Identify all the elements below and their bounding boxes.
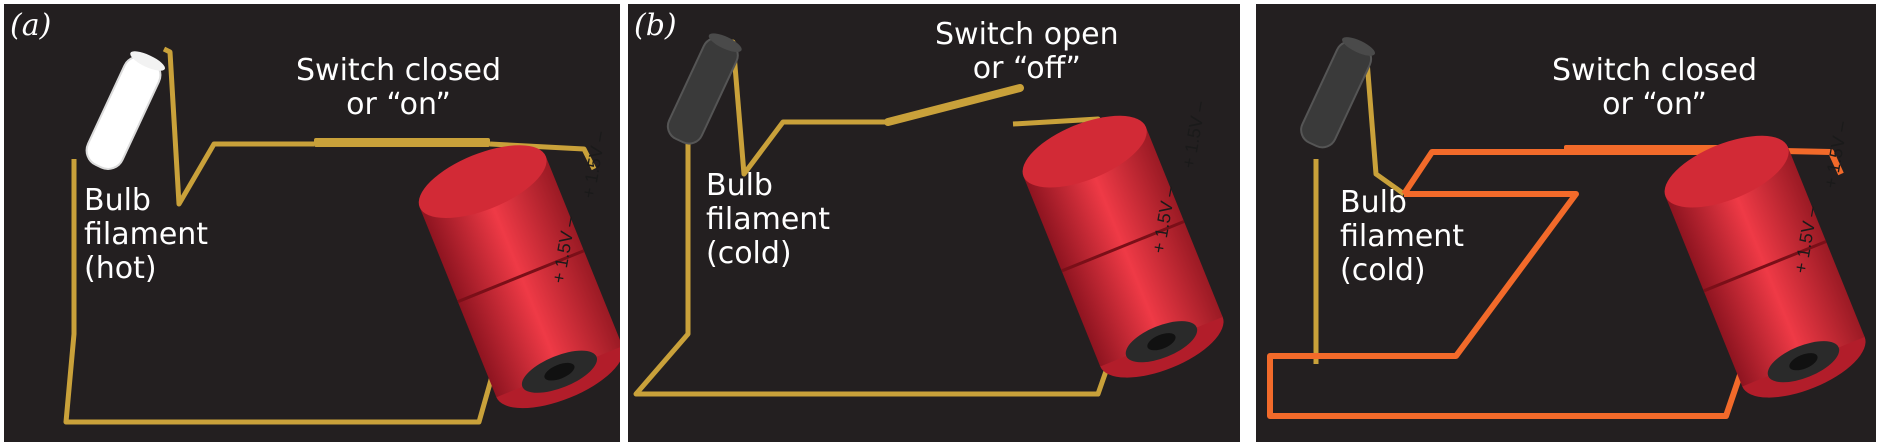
switch-lever xyxy=(1564,145,1734,155)
panel-tag: (a) xyxy=(10,8,52,43)
bulb-filament-cold xyxy=(666,33,742,145)
switch-label: Switch open or “off” xyxy=(935,17,1119,86)
short-circuit-wire xyxy=(1401,149,1566,196)
switch-label: Switch closed or “on” xyxy=(296,53,502,122)
panel-tag: (b) xyxy=(634,8,677,43)
bulb-label: Bulb filament (cold) xyxy=(706,168,831,271)
battery xyxy=(1664,135,1866,398)
panel-b: + 1.5V – + 1.5V – (b) Switch open or “of… xyxy=(628,4,1240,442)
bulb-filament-cold xyxy=(1300,37,1376,149)
short-circuit-wire xyxy=(1267,191,1757,419)
battery xyxy=(418,145,620,409)
bulb-label: Bulb filament (hot) xyxy=(84,183,209,286)
circuit-wire xyxy=(63,159,507,425)
circuit-diagram-c: + 1.5V – + 1.5V – xyxy=(1267,37,1866,419)
switch-lever xyxy=(314,138,490,147)
panel-c: + 1.5V – + 1.5V – Switch closed or “on” … xyxy=(1256,4,1876,442)
switch-lever-open xyxy=(884,84,1024,126)
switch-label: Switch closed or “on” xyxy=(1552,53,1758,122)
bulb-label: Bulb filament (cold) xyxy=(1340,185,1465,288)
panel-a: + 1.5V – + 1.5V – (a) Switch closed or “… xyxy=(4,4,620,442)
circuit-diagram-b: + 1.5V – + 1.5V – xyxy=(633,33,1224,397)
battery xyxy=(1022,115,1224,378)
circuit-diagram-a: + 1.5V – + 1.5V – xyxy=(63,46,620,425)
battery-label: + 1.5V – xyxy=(1178,100,1209,170)
battery-label: + 1.5V – xyxy=(1820,120,1851,190)
bulb-filament-hot xyxy=(85,51,166,170)
circuit-wire xyxy=(162,46,314,207)
battery-label: + 1.5V – xyxy=(578,130,609,200)
circuit-wire xyxy=(725,39,888,177)
